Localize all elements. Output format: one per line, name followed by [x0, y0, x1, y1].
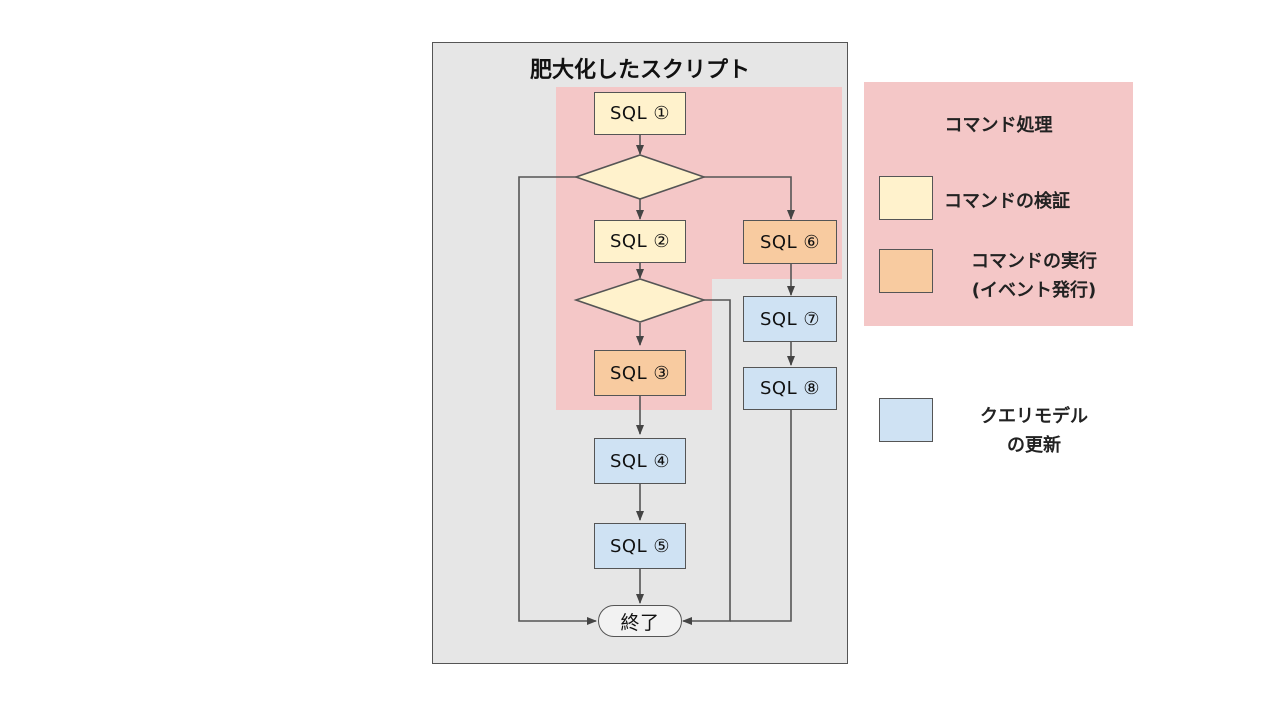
script-title: 肥大化したスクリプト [529, 58, 750, 83]
edge-decision2-end [682, 299, 731, 625]
edge-sql8-end [730, 410, 792, 622]
edge-decision1-end [518, 176, 597, 625]
sql-node-4: SQL ④ [594, 438, 686, 484]
legend-label-execute-line2: (イベント発行) [971, 280, 1097, 301]
sql-node-6: SQL ⑥ [743, 220, 837, 264]
sql-node-8: SQL ⑧ [743, 367, 837, 410]
legend-label-query-line2: の更新 [1007, 435, 1061, 456]
decision-diamond-2 [573, 278, 707, 323]
legend-label-execute-line1: コマンドの実行 [971, 251, 1097, 272]
legend-label-query-line1: クエリモデル [980, 406, 1088, 427]
decision-diamond-1 [573, 154, 707, 200]
sql-node-1: SQL ① [594, 92, 686, 135]
sql-node-2: SQL ② [594, 220, 686, 263]
sql-node-5: SQL ⑤ [594, 523, 686, 569]
legend-group-title: コマンド処理 [944, 115, 1053, 136]
legend-swatch-query [879, 398, 933, 442]
end-terminal: 終了 [598, 605, 682, 637]
sql-node-3: SQL ③ [594, 350, 686, 396]
legend-swatch-validate [879, 176, 933, 220]
sql-node-7: SQL ⑦ [743, 296, 837, 342]
legend-swatch-execute [879, 249, 933, 293]
legend-label-validate: コマンドの検証 [944, 191, 1070, 212]
edge-decision1-sql6 [704, 176, 795, 220]
